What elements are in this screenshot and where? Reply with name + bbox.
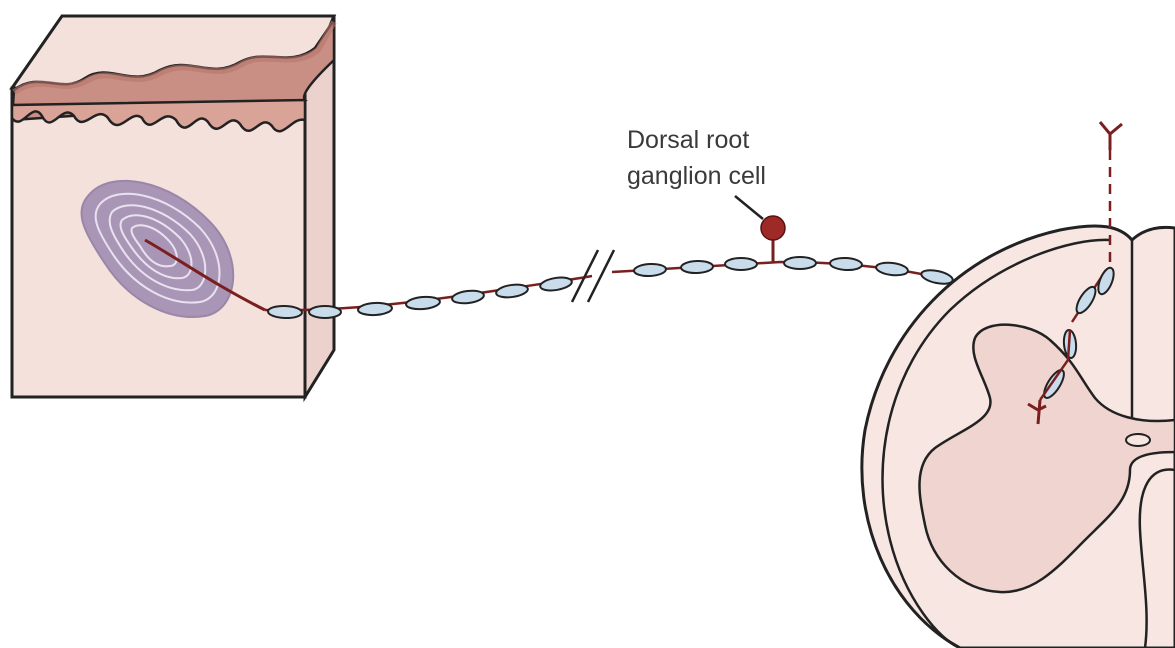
myelin-segment [633, 262, 667, 278]
myelin-segment [1043, 369, 1065, 399]
spinal-cord-section [860, 224, 1175, 648]
central-axon-branches [1027, 121, 1123, 425]
myelin-segment [539, 276, 573, 292]
drg-label-line1: Dorsal root [627, 126, 749, 154]
ascending-terminal [1098, 121, 1123, 150]
myelin-segment [1097, 266, 1115, 296]
dermal-papillae [10, 98, 307, 133]
label-pointer [734, 195, 764, 220]
dorsal-root-ganglion-cell: Dorsal root ganglion cell [627, 126, 786, 262]
spinal-cord-inner-border [881, 238, 1111, 648]
myelin-segment [724, 257, 758, 271]
descending-branch [1038, 329, 1072, 401]
cell-body [760, 215, 786, 241]
myelin-segment [405, 295, 441, 311]
axon-terminal-in-corpuscle [144, 238, 266, 312]
myelin-segment [1075, 285, 1097, 315]
anterior-median-fissure [1138, 468, 1175, 648]
myelin-segment [875, 261, 909, 277]
myelin-segment [680, 259, 714, 275]
myelin-segment [495, 283, 529, 299]
myelin-segment [357, 301, 393, 317]
drg-label-line2: ganglion cell [627, 162, 766, 190]
axon-break-mark [570, 249, 616, 303]
myelin-segment [451, 289, 485, 305]
myelin-segment [267, 304, 303, 320]
myelin-segment [308, 305, 342, 319]
myelin-segment [783, 256, 817, 270]
epidermis-surface [12, 20, 337, 95]
gray-matter [918, 323, 1175, 594]
skin-block [9, 14, 337, 403]
descending-terminal [1027, 399, 1047, 425]
central-canal [1125, 433, 1151, 447]
myelin-segment [829, 256, 863, 272]
